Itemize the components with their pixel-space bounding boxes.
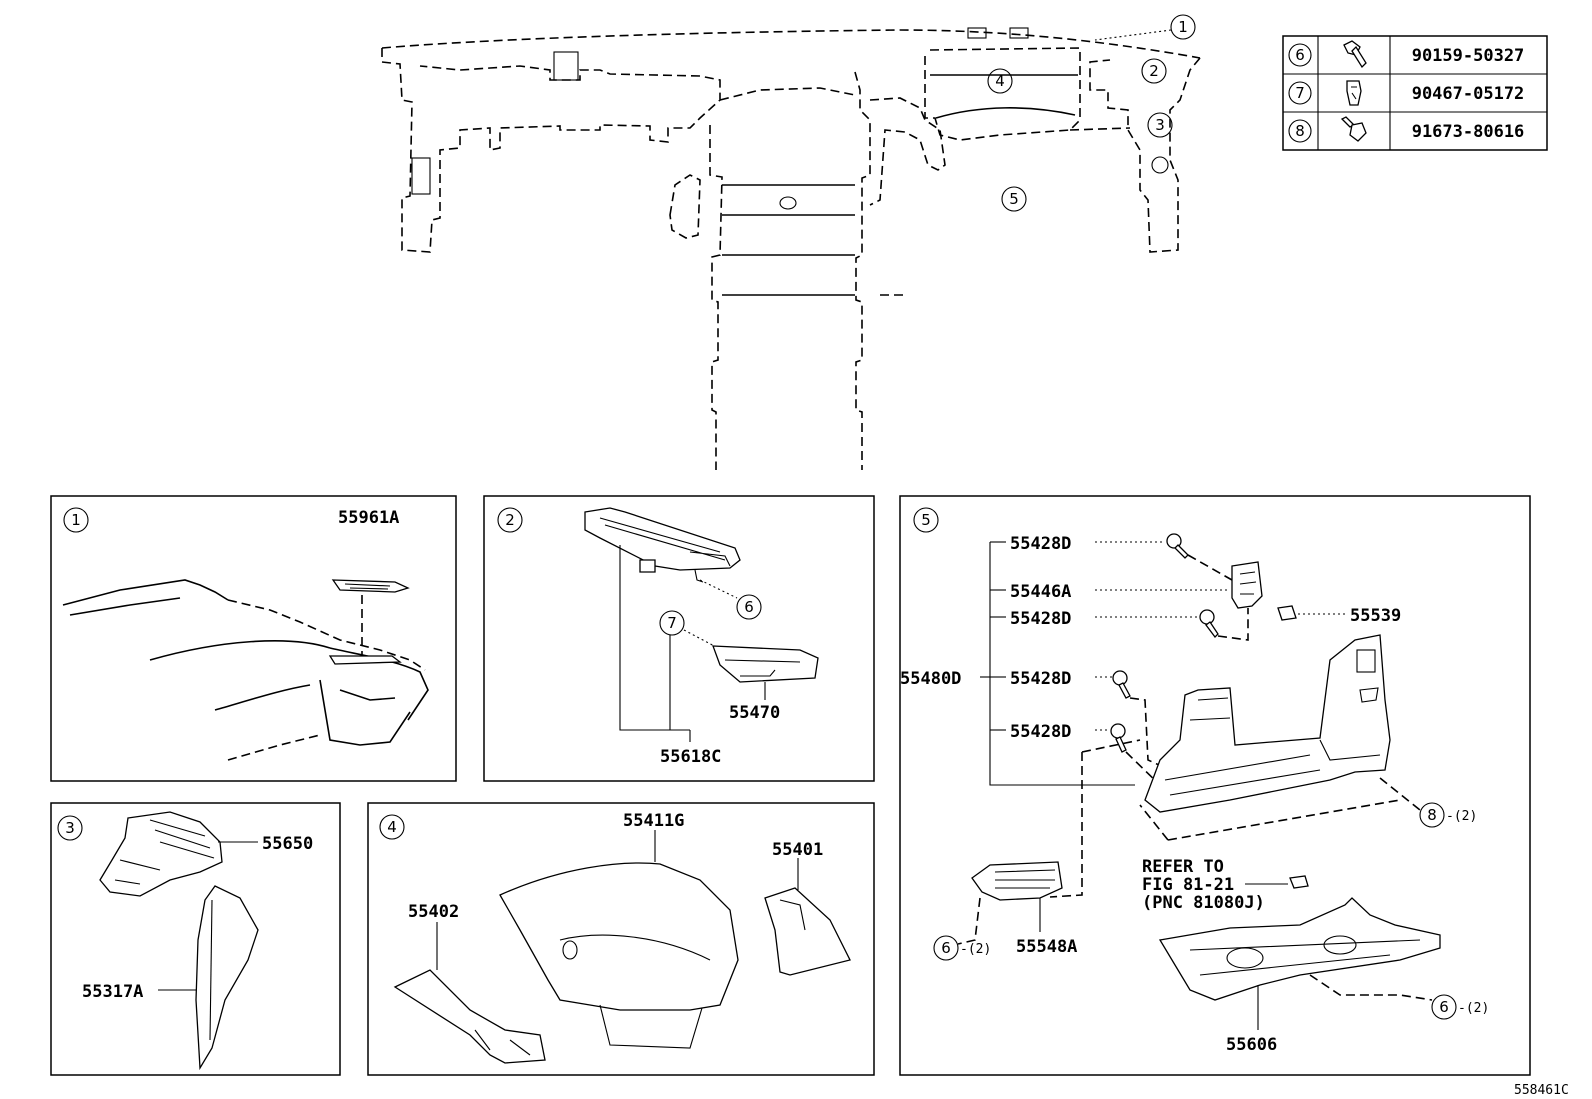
fastener-table: 6 90159-50327 7 90467-05172 8 91673-8061 <box>1282 35 1548 151</box>
svg-text:4: 4 <box>387 818 397 836</box>
svg-text:6: 6 <box>941 939 951 957</box>
part-55480D-label: 55480D <box>900 669 961 689</box>
part-55411G-label: 55411G <box>623 811 684 831</box>
panel-4: 4 55411G 55401 55402 <box>367 802 875 1076</box>
dashboard-overview <box>381 27 1201 470</box>
part-55402-label: 55402 <box>408 902 459 922</box>
screw-icon <box>1112 670 1131 699</box>
overview-callout-2: 2 <box>1141 58 1167 84</box>
part-55428D-label-1: 55428D <box>1010 534 1071 554</box>
svg-text:90159-50327: 90159-50327 <box>1412 46 1525 66</box>
svg-text:2: 2 <box>1149 62 1159 80</box>
overview-callout-5: 5 <box>1001 186 1027 212</box>
fastener-row-8: 8 91673-80616 <box>1288 116 1525 143</box>
part-55428D-label-4: 55428D <box>1010 722 1071 742</box>
svg-text:3: 3 <box>65 819 75 837</box>
part-55548A-label: 55548A <box>1016 937 1077 957</box>
part-55446A-label: 55446A <box>1010 582 1071 602</box>
screw-icon <box>1199 609 1219 638</box>
part-55606 <box>1158 897 1441 1001</box>
svg-text:FIG 81-21: FIG 81-21 <box>1142 875 1234 895</box>
bolt-icon <box>1340 116 1367 142</box>
part-55428D-label-3: 55428D <box>1010 669 1071 689</box>
overview-callout-3: 3 <box>1147 112 1173 138</box>
bolt-icon <box>1343 40 1367 69</box>
fastener-row-7: 7 90467-05172 <box>1288 80 1525 106</box>
reference-note: REFER TO FIG 81-21 (PNC 81080J) <box>1142 857 1265 913</box>
part-55401 <box>764 887 851 976</box>
svg-text:4: 4 <box>995 72 1005 90</box>
diagram-id: 558461C <box>1514 1083 1569 1098</box>
part-55618C-label: 55618C <box>660 747 721 767</box>
panel-3: 3 55650 55317A <box>50 802 341 1076</box>
part-55411G <box>499 862 739 1011</box>
svg-text:7: 7 <box>667 614 677 632</box>
svg-text:6: 6 <box>1439 998 1449 1016</box>
part-55470-label: 55470 <box>729 703 780 723</box>
part-55401-label: 55401 <box>772 840 823 860</box>
svg-text:1: 1 <box>71 511 81 529</box>
svg-text:8: 8 <box>1427 806 1437 824</box>
part-55402 <box>393 969 546 1064</box>
part-55961A <box>331 579 410 593</box>
svg-text:6: 6 <box>1295 46 1305 64</box>
part-55428D-label-2: 55428D <box>1010 609 1071 629</box>
svg-text:-(2): -(2) <box>1458 1001 1489 1016</box>
part-55317A-label: 55317A <box>82 982 143 1002</box>
overview-callout-1: 1 <box>1094 14 1196 41</box>
panel-5: 5 55480D 55428D 55446A 55428D 55 <box>899 495 1531 1076</box>
svg-text:91673-80616: 91673-80616 <box>1412 122 1525 142</box>
part-55606-label: 55606 <box>1226 1035 1277 1055</box>
part-55650 <box>99 811 223 897</box>
svg-text:(PNC 81080J): (PNC 81080J) <box>1142 893 1265 913</box>
part-55539-label: 55539 <box>1350 606 1401 626</box>
svg-text:2: 2 <box>505 511 515 529</box>
svg-text:3: 3 <box>1155 116 1165 134</box>
screw-icon <box>1110 723 1127 753</box>
svg-text:-(2): -(2) <box>960 942 991 957</box>
part-55539 <box>1277 605 1297 621</box>
svg-text:6: 6 <box>744 598 754 616</box>
clip-icon <box>1346 80 1362 106</box>
svg-text:7: 7 <box>1295 84 1305 102</box>
svg-text:REFER TO: REFER TO <box>1142 857 1224 877</box>
screw-icon <box>1166 533 1189 559</box>
svg-text:5: 5 <box>921 511 931 529</box>
part-55480D <box>1144 634 1391 813</box>
part-55961A-label: 55961A <box>338 508 399 528</box>
panel-1: 1 55961A <box>50 495 457 782</box>
svg-text:5: 5 <box>1009 190 1019 208</box>
part-55650-label: 55650 <box>262 834 313 854</box>
part-55446A <box>1231 561 1263 609</box>
part-55317A <box>195 885 259 1071</box>
fastener-row-6: 6 90159-50327 <box>1288 40 1525 69</box>
overview-callout-4: 4 <box>987 68 1013 94</box>
svg-text:1: 1 <box>1178 18 1188 36</box>
svg-text:90467-05172: 90467-05172 <box>1412 84 1525 104</box>
part-55470 <box>712 645 819 683</box>
part-vent-assembly <box>584 507 741 571</box>
panel-2: 2 6 7 55470 55618C <box>483 495 875 782</box>
svg-text:8: 8 <box>1295 122 1305 140</box>
svg-text:-(2): -(2) <box>1446 809 1477 824</box>
part-55548A <box>971 861 1063 901</box>
